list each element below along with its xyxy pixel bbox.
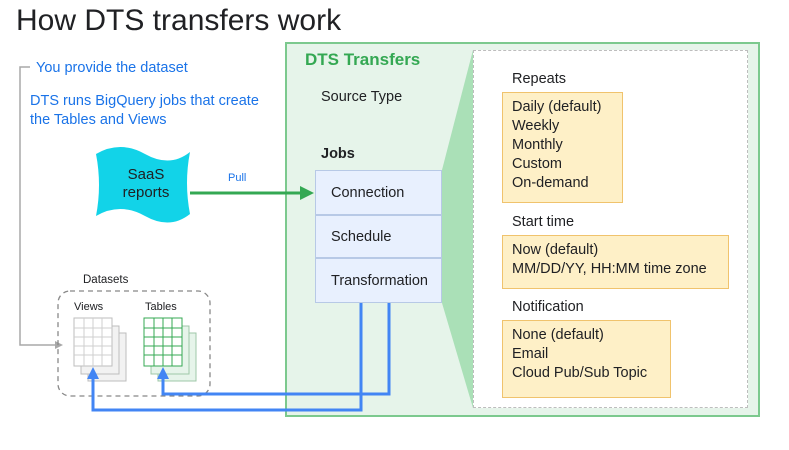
zoom-wedge [442, 50, 473, 408]
option-item: None (default) [512, 327, 604, 343]
repeats-label: Repeats [512, 71, 567, 87]
datasets-container [57, 290, 211, 397]
option-item: Monthly [512, 137, 563, 153]
provide-dataset-connector [19, 66, 56, 346]
start-time-label: Start time [512, 214, 575, 230]
tables-stack [143, 317, 197, 382]
job-transformation: Transformation [315, 258, 442, 303]
note-provide-dataset: You provide the dataset [36, 60, 188, 76]
saas-reports-shape [96, 147, 190, 223]
jobs-title: Jobs [321, 146, 355, 162]
transformation-to-views-arrow [91, 303, 363, 412]
datasets-label: Datasets [83, 274, 129, 286]
page-title: How DTS transfers work [16, 4, 342, 37]
tables-arrowhead [157, 367, 169, 379]
pull-label: Pull [228, 172, 247, 184]
option-item: Custom [512, 156, 562, 172]
note-dts-runs-jobs: DTS runs BigQuery jobs that create the T… [30, 93, 259, 128]
job-connection: Connection [315, 170, 442, 215]
option-item: On-demand [512, 175, 589, 191]
option-item: Email [512, 346, 549, 362]
option-item: Cloud Pub/Sub Topic [512, 365, 648, 381]
views-label: Views [74, 301, 104, 313]
views-grid [74, 318, 112, 366]
start-time-options: Now (default) MM/DD/YY, HH:MM time zone [502, 235, 729, 289]
notification-options: None (default) Email Cloud Pub/Sub Topic [502, 320, 671, 398]
option-item: Daily (default) [512, 99, 602, 115]
provide-dataset-arrowhead [55, 341, 63, 349]
notification-label: Notification [512, 299, 584, 315]
option-item: MM/DD/YY, HH:MM time zone [512, 261, 707, 277]
option-item: Weekly [512, 118, 560, 134]
option-item: Now (default) [512, 242, 599, 258]
pull-arrowhead [300, 186, 314, 200]
tables-label: Tables [145, 301, 177, 313]
transformation-to-tables-arrow [161, 303, 391, 396]
source-type-label: Source Type [321, 89, 403, 105]
repeats-options: Daily (default) Weekly Monthly Custom On… [502, 92, 623, 203]
tables-grid [144, 318, 182, 366]
saas-reports-label: SaaS reports [122, 166, 170, 201]
dts-transfers-title: DTS Transfers [305, 50, 421, 69]
views-arrowhead [87, 367, 99, 379]
job-schedule: Schedule [315, 215, 442, 258]
views-stack [73, 317, 127, 382]
